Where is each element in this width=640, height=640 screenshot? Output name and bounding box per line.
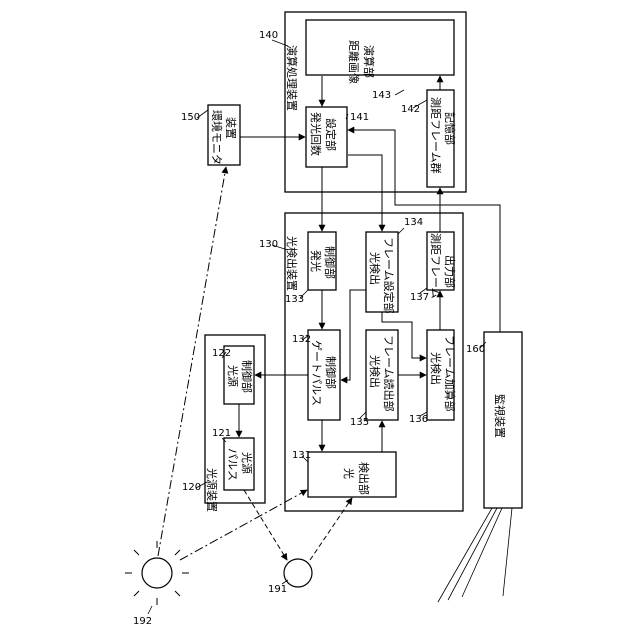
- unit-143-ref: 143: [372, 90, 391, 101]
- unit-142-line1: 測距フレーム群: [429, 97, 443, 174]
- device-130-label: 光検出装置: [285, 236, 299, 291]
- emission-count-setting-unit: 発光回数 設定部 141: [306, 107, 369, 167]
- device-120-label: 光源装置: [205, 468, 219, 512]
- distance-image-computing-unit: 距離画像 演算部 143: [306, 20, 454, 101]
- unit-142-line2: 記憶部: [443, 112, 457, 145]
- light-source-control-unit: 光源 制御部 122: [212, 346, 254, 404]
- object-191-ref: 191: [268, 584, 287, 595]
- unit-132-line2: 制御部: [324, 356, 338, 389]
- photodetector-unit: 光 検出部 131: [292, 450, 396, 497]
- unit-135-line2: フレーム読出部: [382, 335, 396, 412]
- sun-icon: 192: [125, 541, 189, 627]
- unit-133-line1: 発光: [309, 250, 323, 272]
- unit-131-ref: 131: [292, 450, 311, 461]
- unit-121-line2: 光源: [240, 452, 254, 474]
- sun-192-ref: 192: [133, 616, 152, 627]
- unit-137-line2: 出力部: [443, 255, 457, 288]
- unit-136-ref: 136: [409, 414, 428, 425]
- photodetection-frame-readout-unit: 光検出 フレーム読出部 135: [350, 330, 398, 428]
- ranging-frame-output-unit: 測距フレーム 出力部 137: [410, 232, 457, 303]
- unit-132-line1: ゲートパルス: [310, 340, 323, 406]
- device-150-line2: 装置: [224, 117, 237, 139]
- unit-133-line2: 制御部: [323, 246, 337, 279]
- unit-136-line1: 光検出: [429, 352, 443, 385]
- unit-122-line1: 光源: [226, 365, 240, 387]
- target-object: 191: [268, 559, 312, 595]
- unit-131-line1: 光: [342, 468, 356, 479]
- unit-141-ref: 141: [350, 112, 369, 123]
- unit-134-line1: 光検出: [368, 252, 382, 285]
- unit-133-ref: 133: [285, 294, 304, 305]
- device-150-line1: 環境モニタ: [210, 110, 224, 165]
- unit-132-ref: 132: [292, 334, 311, 345]
- device-140-ref: 140: [259, 30, 278, 41]
- unit-143-line1: 距離画像: [347, 40, 361, 84]
- unit-137-ref: 137: [410, 292, 429, 303]
- unit-134-ref: 134: [404, 217, 423, 228]
- unit-137-line1: 測距フレーム: [429, 233, 443, 299]
- environment-monitor-device: 環境モニタ 装置 150: [181, 105, 240, 165]
- unit-121-line1: パルス: [226, 448, 239, 481]
- device-160-label: 監視装置: [493, 394, 507, 438]
- unit-141-line2: 設定部: [324, 118, 338, 151]
- unit-122-ref: 122: [212, 348, 231, 359]
- unit-134-line2: フレーム設定部: [382, 237, 396, 314]
- unit-135-ref: 135: [350, 417, 369, 428]
- unit-143-line2: 演算部: [362, 45, 376, 78]
- unit-135-line1: 光検出: [368, 355, 382, 388]
- unit-141-line1: 発光回数: [309, 112, 323, 156]
- device-120-ref: 120: [182, 482, 201, 493]
- unit-131-line2: 検出部: [357, 462, 371, 495]
- device-140-label: 演算処理装置: [285, 45, 299, 111]
- device-130-ref: 130: [259, 239, 278, 250]
- photodetection-frame-addition-unit: 光検出 フレーム加算部 136: [409, 330, 457, 425]
- unit-122-line2: 制御部: [240, 360, 254, 393]
- unit-136-line2: フレーム加算部: [443, 335, 457, 412]
- unit-121-ref: 121: [212, 428, 231, 439]
- ranging-frame-group-storage-unit: 測距フレーム群 記憶部 142: [401, 90, 457, 187]
